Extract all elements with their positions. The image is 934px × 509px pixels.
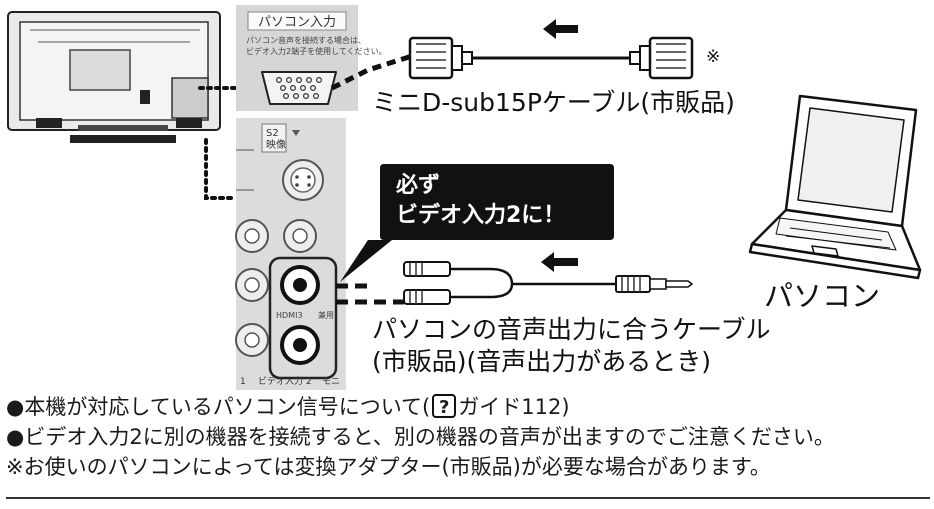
pc-label: パソコン: [764, 279, 880, 313]
panel-bottom-label-2: ビデオ入力 2: [258, 375, 312, 387]
panel-bottom-label-3: モニ: [322, 377, 340, 387]
note-1-text: ●本機が対応しているパソコン信号について(: [6, 395, 431, 419]
video-input-panel: S2 映像 HDMI3 兼用 1 ビデオ入力 2 モニ: [235, 118, 346, 390]
note-video-input-warning: ●ビデオ入力2に別の機器を接続すると、別の機器の音声が出ますのでご注意ください。: [6, 425, 835, 449]
video-label: 映像: [266, 139, 286, 151]
callout-line-1: 必ず: [396, 172, 440, 198]
panel-bottom-label-1: 1: [240, 377, 246, 387]
vga-port-icon: [261, 71, 337, 105]
audio-cable-illustration: [336, 252, 694, 305]
note-supported-signals: ●本機が対応しているパソコン信号について(?ガイド112): [6, 392, 930, 422]
arrow-left-icon-audio: [541, 252, 578, 272]
pointer-line-video-input: [204, 138, 238, 200]
connection-diagram: パソコン入力 パソコン音声を接続する場合は、 ビデオ入力2端子を使用してください…: [7, 5, 922, 390]
s2-label: S2: [266, 128, 279, 139]
vga-mark: ※: [706, 47, 720, 67]
note-adapter: ※お使いのパソコンによっては変換アダプター(市販品)が必要な場合があります。: [6, 455, 771, 479]
triangle-down-icon: [292, 130, 300, 136]
vga-cable-label: ミニD-sub15Pケーブル(市販品): [372, 88, 735, 117]
pc-input-note-2: ビデオ入力2端子を使用してください。: [246, 46, 387, 56]
audio-cable-label-2: (市販品)(音声出力があるとき): [372, 347, 711, 376]
pc-input-note-1: パソコン音声を接続する場合は、: [246, 35, 366, 45]
arrow-left-icon: [543, 19, 578, 39]
laptop-icon: [748, 94, 922, 280]
callout-line-2: ビデオ入力2に！: [396, 202, 565, 228]
vga-cable-illustration: [330, 19, 694, 91]
hdmi-label: HDMI3: [276, 311, 303, 320]
pc-input-title: パソコン入力: [258, 15, 336, 30]
note-1-guide-ref: ガイド112): [458, 395, 570, 419]
callout-bubble: [340, 164, 614, 282]
tv-rear-illustration: [7, 11, 221, 143]
audio-cable-label-1: パソコンの音声出力に合うケーブル: [372, 315, 771, 344]
notes-section: ●本機が対応しているパソコン信号について(?ガイド112) ●ビデオ入力2に別の…: [6, 392, 930, 482]
help-icon: ?: [432, 394, 457, 418]
shared-label: 兼用: [318, 310, 334, 320]
bottom-divider: [6, 497, 930, 499]
pc-input-panel: パソコン入力 パソコン音声を接続する場合は、 ビデオ入力2端子を使用してください…: [236, 5, 387, 111]
